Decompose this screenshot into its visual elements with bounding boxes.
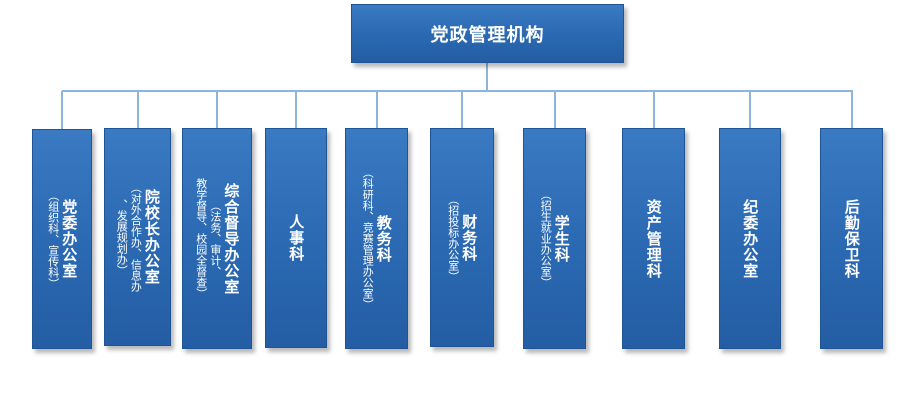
dept-name: 后勤保卫科 bbox=[842, 198, 861, 279]
dept-name: 教务科 bbox=[374, 214, 393, 263]
dept-sub: （法务、审计、 bbox=[208, 200, 222, 277]
dept-sub: 、发展规划办） bbox=[115, 198, 129, 276]
dept-sub: （科研科、竞赛管理办公室） bbox=[361, 167, 375, 310]
dept-box-hr: 人事科 bbox=[265, 128, 327, 348]
dept-name: 综合督导办公室 bbox=[222, 182, 241, 295]
dept-sub: （组织科、宣传科） bbox=[46, 189, 60, 289]
dept-box-party-office: 党委办公室 （组织科、宣传科） bbox=[32, 129, 92, 349]
dept-box-supervision-office: 综合督导办公室 （法务、审计、 教学督导、校园全督查） bbox=[182, 128, 252, 349]
top-org-box: 党政管理机构 bbox=[351, 4, 624, 63]
dept-box-finance: 财务科 （招投标办公室） bbox=[430, 128, 494, 347]
dept-box-student-affairs: 学生科 （招生就业办公室） bbox=[523, 128, 586, 349]
dept-sub: （招投标办公室） bbox=[446, 193, 460, 282]
dept-name: 院校长办公室 bbox=[142, 189, 161, 285]
dept-box-academic-affairs: 教务科 （科研科、竞赛管理办公室） bbox=[345, 128, 408, 349]
dept-name: 人事科 bbox=[287, 214, 306, 262]
dept-name: 资产管理科 bbox=[644, 198, 663, 279]
dept-box-asset-management: 资产管理科 bbox=[622, 128, 685, 349]
dept-name: 学生科 bbox=[552, 214, 571, 263]
dept-box-president-office: 院校长办公室 （对外合作办、信息办 、发展规划办） bbox=[104, 128, 171, 346]
top-org-title: 党政管理机构 bbox=[430, 24, 545, 46]
dept-name: 党委办公室 bbox=[60, 199, 79, 279]
dept-box-discipline-office: 纪委办公室 bbox=[719, 128, 781, 349]
dept-box-logistics-security: 后勤保卫科 bbox=[820, 128, 883, 349]
dept-sub: （对外合作办、信息办 bbox=[129, 182, 143, 292]
dept-name: 财务科 bbox=[460, 213, 479, 262]
dept-sub: （招生就业办公室） bbox=[539, 189, 553, 288]
dept-name: 纪委办公室 bbox=[741, 198, 760, 279]
dept-sub: 教学督导、校园全督查） bbox=[194, 178, 208, 299]
